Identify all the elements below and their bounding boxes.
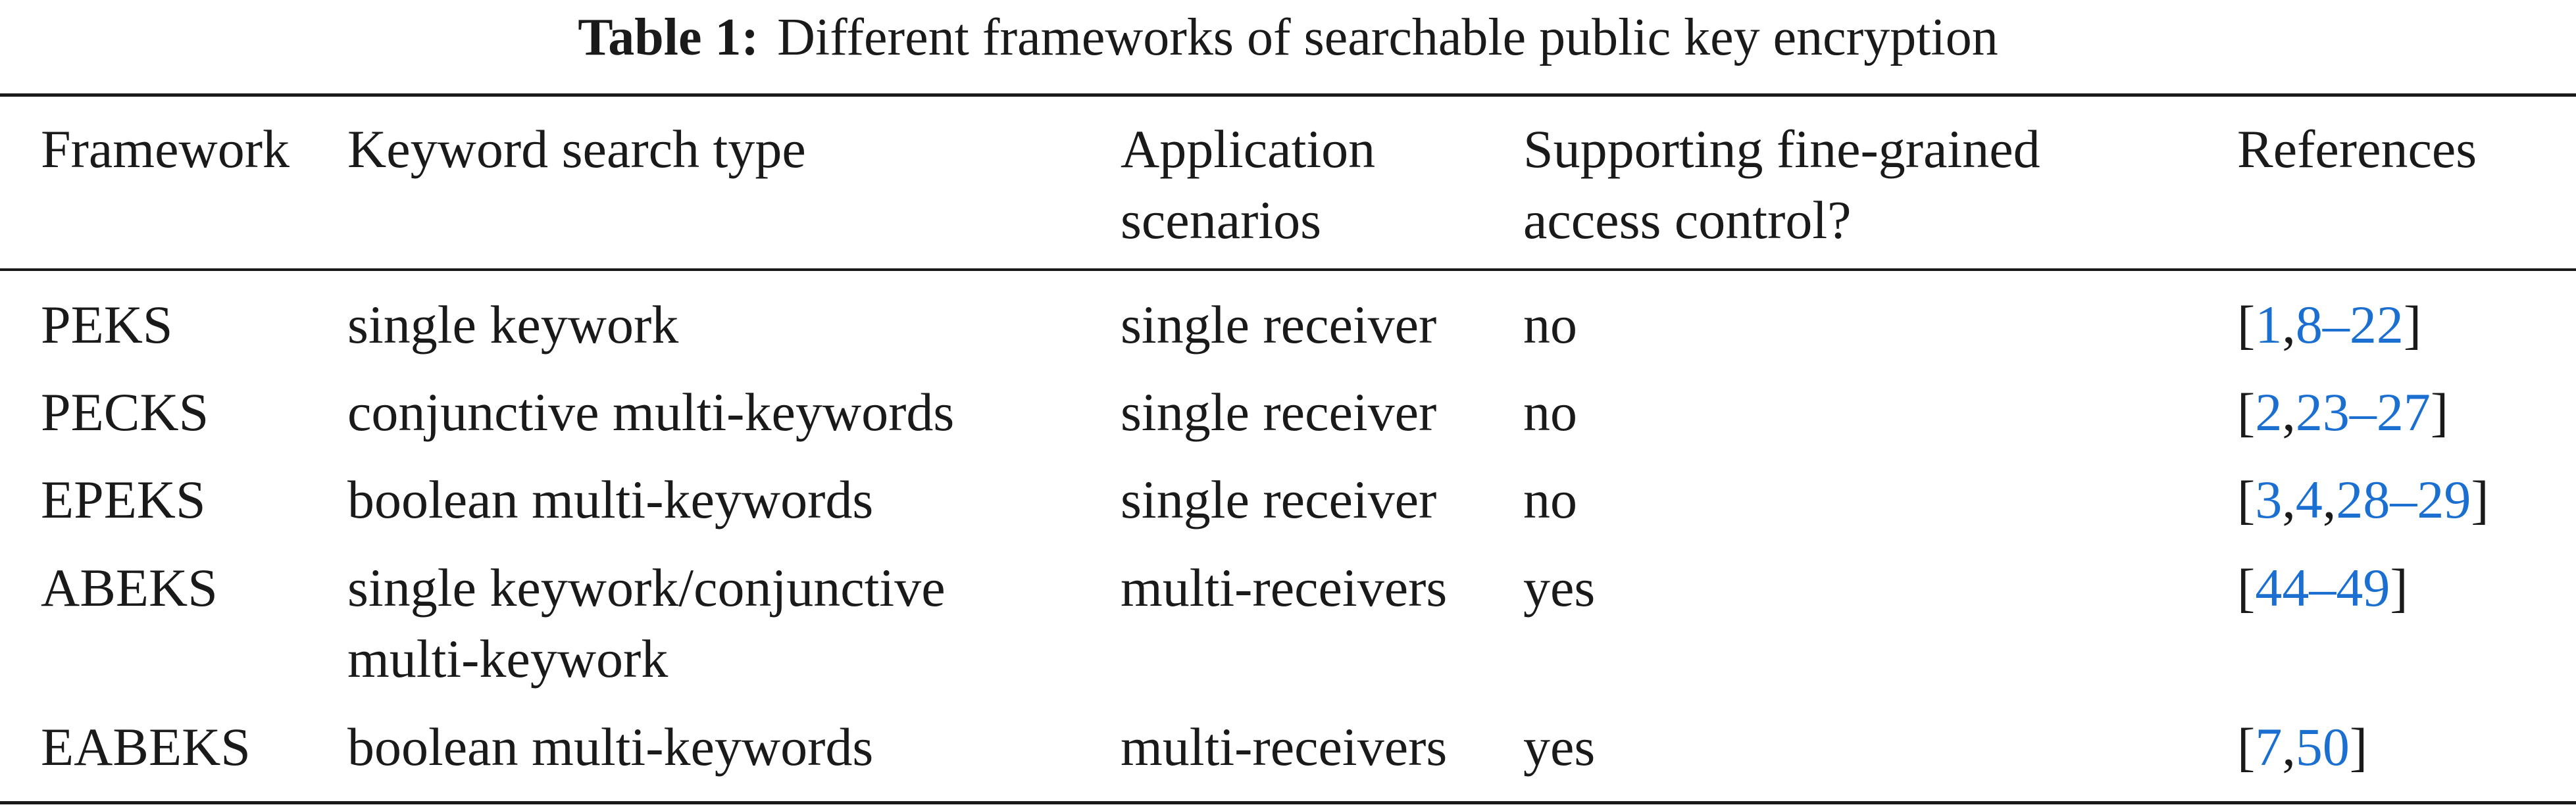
cell-references: [44–49] (2237, 552, 2408, 624)
citation-link[interactable]: 4 (2295, 470, 2323, 529)
cell-scenario: single receiver (1121, 470, 1437, 529)
citation-punctuation: [ (2237, 382, 2256, 442)
citation-punctuation: , (2282, 470, 2296, 529)
citation-link[interactable]: 50 (2295, 717, 2350, 777)
header-application-scenarios: Application scenarios (1121, 114, 1375, 256)
header-references-line: References (2237, 119, 2477, 179)
header-keyword-search-type-line: Keyword search type (347, 119, 806, 179)
header-references: References (2237, 114, 2477, 185)
citation-punctuation: [ (2237, 717, 2256, 777)
cell-fine-grained: yes (1523, 558, 1596, 618)
cell-fine-grained: no (1523, 470, 1577, 529)
citation-punctuation: ] (2471, 470, 2489, 529)
citation-punctuation: ] (2430, 382, 2449, 442)
table-header-rule (0, 268, 2576, 271)
citation-link[interactable]: – (2322, 295, 2350, 355)
header-fine-grained-access-line-1: Supporting fine-grained (1523, 119, 2040, 179)
cell-references: [7,50] (2237, 712, 2367, 783)
cell-search-type: conjunctive multi-keywords (347, 377, 954, 448)
header-keyword-search-type: Keyword search type (347, 114, 806, 185)
citation-link[interactable]: – (2349, 382, 2377, 442)
citation-punctuation: , (2282, 295, 2296, 355)
cell-fine-grained: no (1523, 382, 1577, 442)
citation-link[interactable]: 44 (2255, 558, 2310, 618)
cell-references: [2,23–27] (2237, 377, 2448, 448)
citation-link[interactable]: 8 (2295, 295, 2323, 355)
citation-punctuation: [ (2237, 470, 2256, 529)
table-caption: Table 1: Different frameworks of searcha… (0, 0, 2576, 76)
citation-link[interactable]: – (2390, 470, 2417, 529)
citation-link[interactable]: 28 (2336, 470, 2390, 529)
citation-punctuation: , (2282, 717, 2296, 777)
cell-search-type-line: boolean multi-keywords (347, 470, 874, 529)
header-framework: Framework (41, 114, 290, 185)
cell-search-type: single keywork (347, 289, 678, 360)
cell-search-type-line: conjunctive multi-keywords (347, 382, 955, 442)
cell-scenario: single receiver (1121, 295, 1437, 355)
cell-framework: ABEKS (41, 558, 218, 618)
citation-punctuation: ] (2403, 295, 2422, 355)
cell-search-type: single keywork/conjunctive multi-keywork (347, 552, 946, 695)
cell-framework: EABEKS (41, 717, 251, 777)
caption-label: Table 1: (578, 9, 759, 66)
citation-link[interactable]: 7 (2255, 717, 2283, 777)
cell-scenario: multi-receivers (1121, 558, 1448, 618)
cell-scenario: multi-receivers (1121, 717, 1448, 777)
cell-fine-grained: no (1523, 295, 1577, 355)
citation-punctuation: , (2322, 470, 2336, 529)
citation-link[interactable]: 2 (2255, 382, 2283, 442)
citation-link[interactable]: 23 (2295, 382, 2350, 442)
cell-search-type-line-2: multi-keywork (347, 629, 669, 689)
citation-punctuation: , (2282, 382, 2296, 442)
header-fine-grained-access-line-2: access control? (1523, 190, 1852, 250)
table-top-rule (0, 93, 2576, 97)
table-bottom-rule (0, 801, 2576, 804)
header-fine-grained-access: Supporting fine-grained access control? (1523, 114, 2040, 256)
cell-references: [3,4,28–29] (2237, 464, 2489, 535)
cell-references: [1,8–22] (2237, 289, 2421, 360)
cell-scenario: single receiver (1121, 382, 1437, 442)
citation-link[interactable]: 27 (2376, 382, 2431, 442)
cell-search-type-line: boolean multi-keywords (347, 717, 874, 777)
citation-punctuation: [ (2237, 558, 2256, 618)
cell-search-type-line: single keywork (347, 295, 679, 355)
header-application-scenarios-line-2: scenarios (1121, 190, 1322, 250)
citation-link[interactable]: 1 (2255, 295, 2283, 355)
header-framework-line: Framework (41, 119, 290, 179)
cell-search-type: boolean multi-keywords (347, 712, 873, 783)
citation-punctuation: ] (2390, 558, 2408, 618)
citation-link[interactable]: – (2309, 558, 2336, 618)
cell-framework: EPEKS (41, 470, 206, 529)
caption-text: Different frameworks of searchable publi… (777, 9, 1998, 66)
citation-link[interactable]: 22 (2349, 295, 2404, 355)
header-application-scenarios-line-1: Application (1121, 119, 1376, 179)
cell-fine-grained: yes (1523, 717, 1596, 777)
citation-link[interactable]: 3 (2255, 470, 2283, 529)
cell-framework: PEKS (41, 295, 173, 355)
cell-search-type: boolean multi-keywords (347, 464, 873, 535)
cell-search-type-line-1: single keywork/conjunctive (347, 558, 946, 618)
citation-punctuation: ] (2349, 717, 2368, 777)
citation-punctuation: [ (2237, 295, 2256, 355)
citation-link[interactable]: 49 (2336, 558, 2390, 618)
citation-link[interactable]: 29 (2417, 470, 2471, 529)
cell-framework: PECKS (41, 382, 209, 442)
